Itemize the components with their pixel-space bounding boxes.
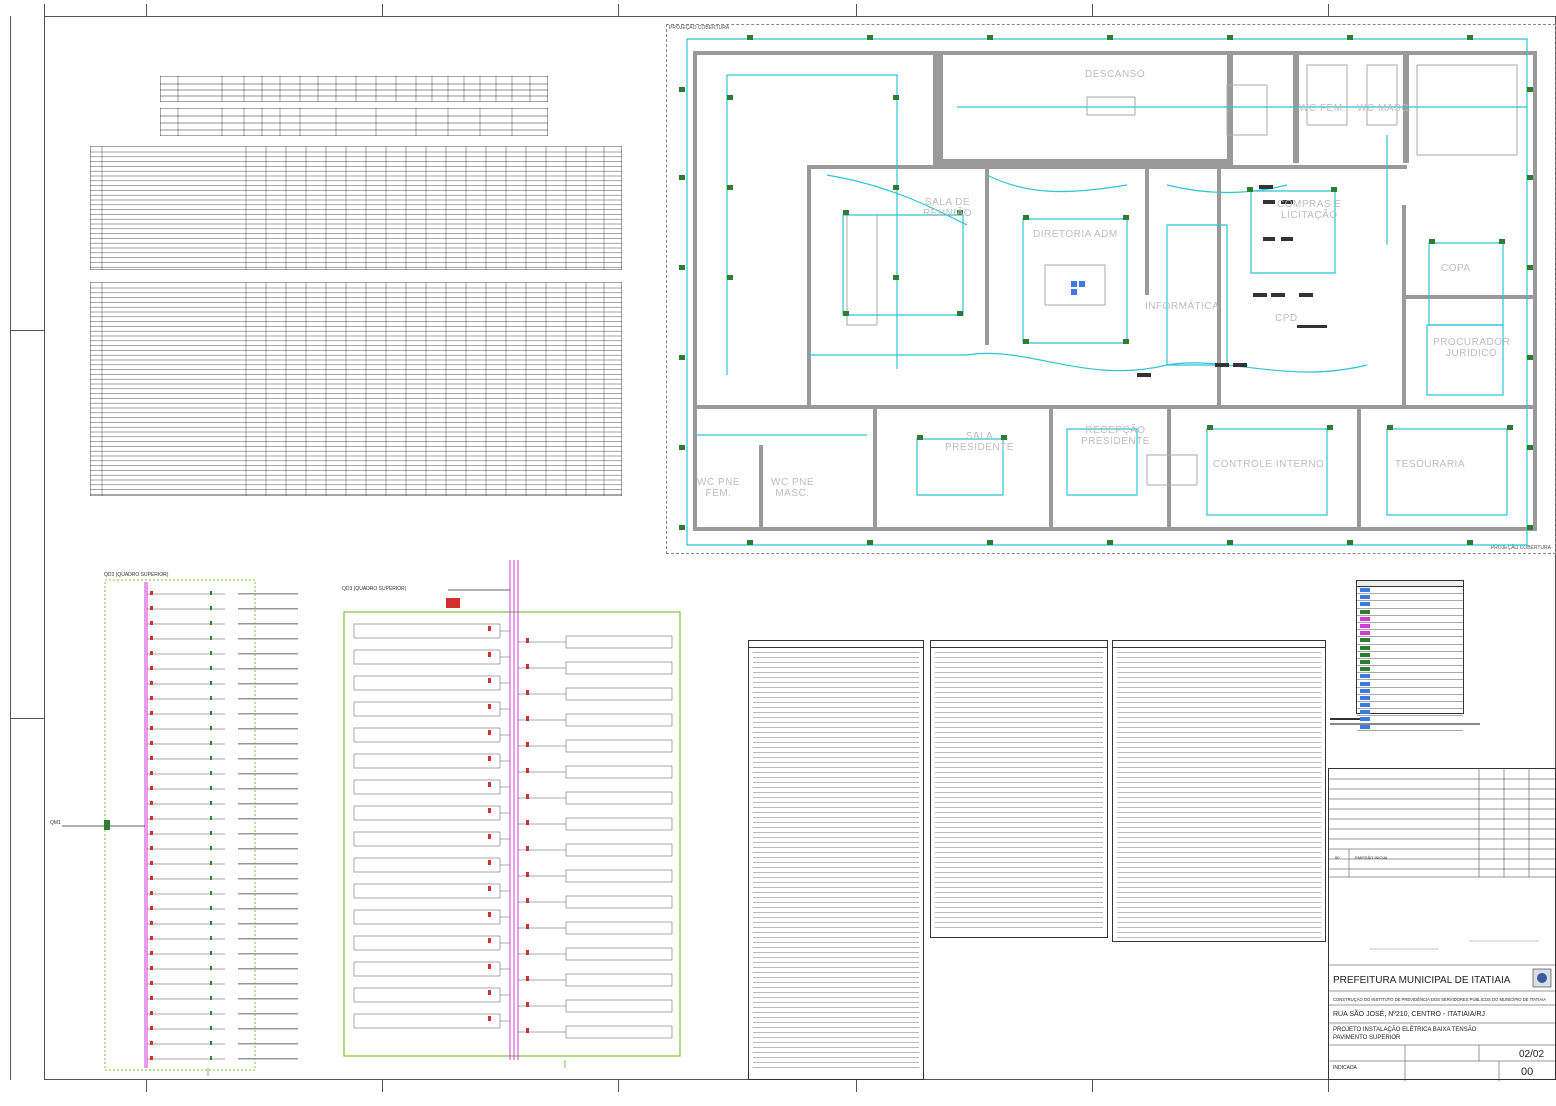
light-fixtures [679, 35, 1533, 545]
room-label-wc-fem: WC FEM. [1299, 103, 1346, 114]
project-name: CONSTRUÇÃO DO INSTITUTO DE PREVIDÊNCIA D… [1333, 997, 1547, 1002]
room-label-tesouraria: TESOURARIA [1395, 459, 1466, 470]
client-name: PREFEITURA MUNICIPAL DE ITATIAIA [1333, 975, 1511, 986]
room-label-wc-pne-fem: WC PNE FEM. [697, 477, 740, 499]
frame-tick [856, 1080, 857, 1092]
diagram-title-center: QD3 (QUADRO SUPERIOR) [342, 586, 407, 592]
load-table-grid [159, 107, 549, 137]
sheet-number: 02/02 [1519, 1049, 1545, 1060]
frame-tick [10, 718, 44, 719]
drawing-subject-line2: PAVIMENTO SUPERIOR [1333, 1035, 1401, 1041]
bed [1086, 96, 1136, 116]
outlet-symbols [1137, 185, 1327, 377]
material-list-1 [748, 640, 924, 1080]
material-list-2 [930, 640, 1108, 938]
floor-plan: PROJEÇÃO COBERTURA PROJEÇÃO COBERTURA [666, 24, 1556, 554]
plan-title: PROJEÇÃO COBERTURA [669, 25, 730, 31]
revision-number: 00 [1335, 855, 1340, 860]
room-label-recepcao: RECEPÇÃO PRESIDENTE [1081, 425, 1150, 447]
room-label-diretoria-adm: DIRETORIA ADM [1033, 229, 1118, 240]
data-outlets [1071, 281, 1085, 295]
source-label: QM1 [50, 820, 61, 826]
frame-tick [10, 330, 44, 331]
revision-code: 00 [1521, 1066, 1534, 1078]
room-label-controle-interno: CONTROLE INTERNO [1213, 459, 1325, 470]
desk [1146, 454, 1198, 486]
load-table-grid [89, 145, 623, 271]
room-label-wc-pne-masc: WC PNE MASC. [771, 477, 814, 499]
floor-plan-drawing [679, 35, 1537, 546]
room-label-cpd: CPD [1275, 313, 1298, 324]
toilet-stall [1306, 64, 1348, 126]
notes [1330, 718, 1556, 725]
material-list-3 [1112, 640, 1326, 942]
center-diagram-drawing [343, 560, 681, 1068]
frame-tick [1328, 4, 1329, 16]
meeting-table [846, 214, 878, 326]
room-label-procurador: PROCURADOR JURÍDICO [1433, 337, 1511, 359]
frame-tick [146, 1080, 147, 1092]
load-table-grid [89, 281, 623, 497]
frame-tick [618, 1080, 619, 1092]
revision-description: EMISSÃO INICIAL [1355, 855, 1389, 860]
toilet-stall [1226, 84, 1268, 136]
frame-tick [382, 1080, 383, 1092]
load-table-qd3 [89, 281, 623, 501]
frame-tick [146, 4, 147, 16]
stair [1416, 64, 1518, 156]
room-label-copa: COPA [1441, 263, 1471, 274]
load-table-grid [159, 75, 549, 103]
room-label-sala-presidente: SALA PRESIDENTE [945, 431, 1014, 453]
room-label-compras: COMPRAS E LICITAÇÃO [1277, 199, 1342, 221]
frame-tick [44, 4, 45, 16]
frame-tick [1092, 4, 1093, 16]
single-line-diagram-left: QD3 (QUADRO SUPERIOR) QM1 [50, 570, 350, 1080]
scale-value: INDICADA [1333, 1065, 1357, 1071]
room-label-sala-reuniao: SALA DE REUNIÃO [923, 197, 973, 219]
toilet-stall [1366, 64, 1398, 126]
load-table-qgbt [159, 75, 549, 107]
load-table-qd1 [159, 107, 549, 141]
outer-wall [693, 51, 1537, 531]
drawing-subject-line1: PROJETO INSTALAÇÃO ELÉTRICA BAIXA TENSÃO [1333, 1027, 1477, 1033]
frame-tick [1092, 1080, 1093, 1092]
frame-tick [618, 4, 619, 16]
frame-tick [382, 4, 383, 16]
single-line-diagram-center: QD3 (QUADRO SUPERIOR) [340, 560, 690, 1080]
frame-tick [1328, 1080, 1329, 1092]
diagram-title-left: QD3 (QUADRO SUPERIOR) [104, 572, 169, 578]
legend [1356, 580, 1464, 731]
title-block: 00 EMISSÃO INICIAL PREFEITURA MUNICIPAL … [1328, 768, 1556, 1081]
room-label-descanso: DESCANSO [1085, 69, 1146, 80]
load-table-qd2 [89, 145, 623, 275]
desk [1044, 264, 1106, 306]
project-address: RUA SÃO JOSÉ, Nº210, CENTRO - ITATIAIA/R… [1333, 1011, 1486, 1018]
title-block-grid [1329, 769, 1556, 1081]
left-diagram-drawing [62, 579, 298, 1076]
frame-tick [10, 16, 11, 1080]
plan-footer: PROJEÇÃO COBERTURA [1490, 545, 1551, 551]
frame-tick [856, 4, 857, 16]
room-label-informatica: INFORMÁTICA [1145, 301, 1220, 312]
lighting-circuits [686, 38, 1528, 546]
room-label-wc-masc: WC MASC. [1357, 103, 1413, 114]
